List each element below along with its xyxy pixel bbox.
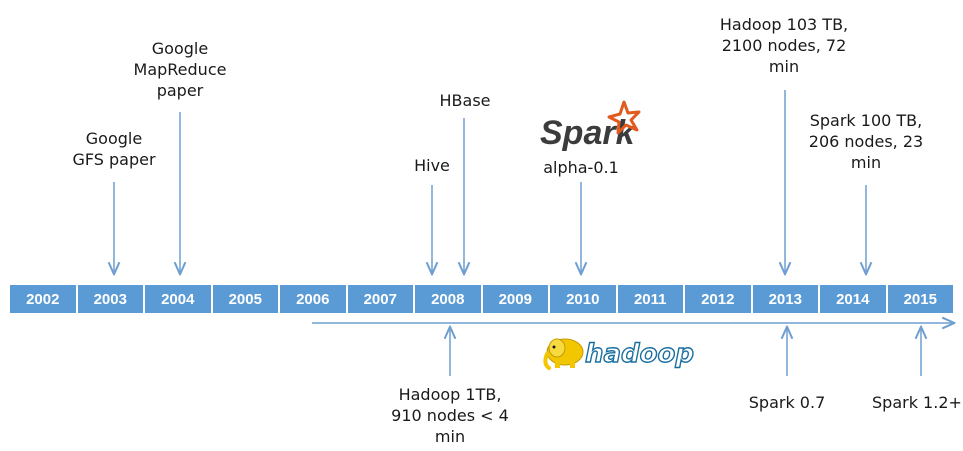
event-label-hadoop1tb: Hadoop 1TB, 910 nodes < 4 min bbox=[391, 385, 509, 446]
year-bar: 2002 2003 2004 2005 2006 2007 2008 2009 … bbox=[10, 285, 953, 313]
year-cell: 2002 bbox=[26, 290, 60, 308]
event-label-hadoop103: Hadoop 103 TB, 2100 nodes, 72 min bbox=[719, 15, 849, 76]
year-cell: 2005 bbox=[210, 285, 279, 313]
event-label-spark07: Spark 0.7 bbox=[748, 393, 826, 412]
year-cell: 2011 bbox=[615, 285, 684, 313]
hadoop-elephant-icon bbox=[543, 338, 584, 370]
year-cell: 2008 bbox=[413, 285, 481, 313]
spark-logo: Spark bbox=[538, 100, 644, 152]
year-cell: 2009 bbox=[480, 285, 549, 313]
year-cell: 2007 bbox=[345, 285, 414, 313]
event-label-spark100: Spark 100 TB, 206 nodes, 23 min bbox=[808, 111, 924, 172]
year-cell: 2006 bbox=[278, 285, 346, 313]
event-label-hbase: HBase bbox=[439, 91, 491, 110]
spark-star-icon bbox=[607, 100, 641, 135]
year-cell: 2003 bbox=[75, 285, 144, 313]
year-cell: 2014 bbox=[818, 285, 886, 313]
event-label-spark12: Spark 1.2+ bbox=[872, 393, 962, 412]
year-cell: 2015 bbox=[885, 285, 954, 313]
year-cell: 2013 bbox=[750, 285, 819, 313]
year-cell: 2010 bbox=[548, 285, 616, 313]
event-label-gfs: Google GFS paper bbox=[72, 129, 156, 169]
event-label-spark-alpha: alpha-0.1 bbox=[543, 158, 619, 177]
year-cell: 2012 bbox=[683, 285, 751, 313]
event-label-mapreduce: Google MapReduce paper bbox=[133, 39, 227, 100]
hadoop-logo: hadoop bbox=[543, 332, 703, 372]
event-label-hive: Hive bbox=[414, 156, 450, 175]
hadoop-logo-text: hadoop bbox=[585, 339, 694, 369]
spark-logo-text: Spark bbox=[540, 114, 637, 152]
year-cell: 2004 bbox=[143, 285, 211, 313]
